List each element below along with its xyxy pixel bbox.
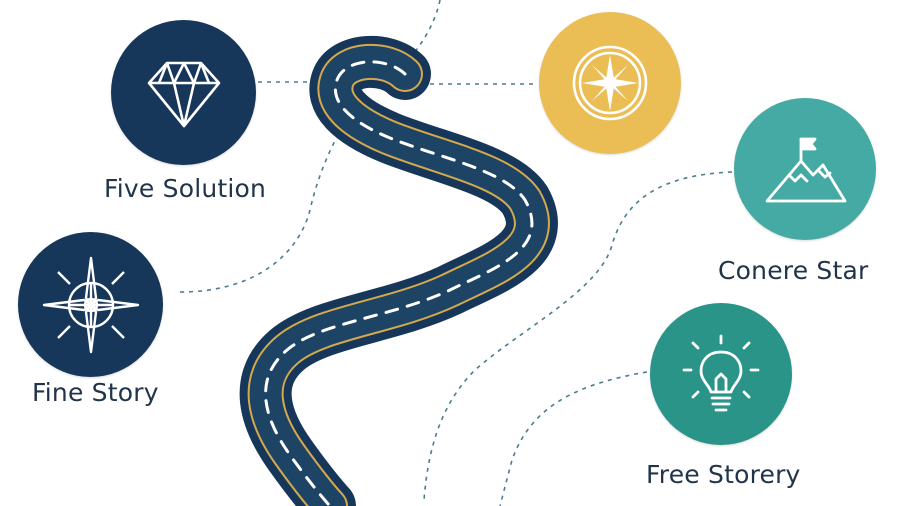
lightbulb-icon xyxy=(682,334,760,412)
label-fine-story: Fine Story xyxy=(32,378,159,407)
node-lightbulb xyxy=(650,303,792,445)
compass-icon xyxy=(42,256,139,353)
compass-rose-icon xyxy=(572,45,648,121)
connector-bulb xyxy=(499,371,648,506)
label-free-storery: Free Storery xyxy=(646,460,801,489)
label-five-solution: Five Solution xyxy=(104,174,267,203)
connector-mountain xyxy=(423,171,733,501)
mountain-flag-icon xyxy=(765,137,847,203)
node-diamond xyxy=(111,20,256,165)
label-conere-star: Conere Star xyxy=(718,256,869,285)
node-compass-left xyxy=(18,232,163,377)
node-mountain xyxy=(734,98,876,240)
diamond-icon xyxy=(147,61,220,127)
node-compass-rose xyxy=(539,12,681,154)
